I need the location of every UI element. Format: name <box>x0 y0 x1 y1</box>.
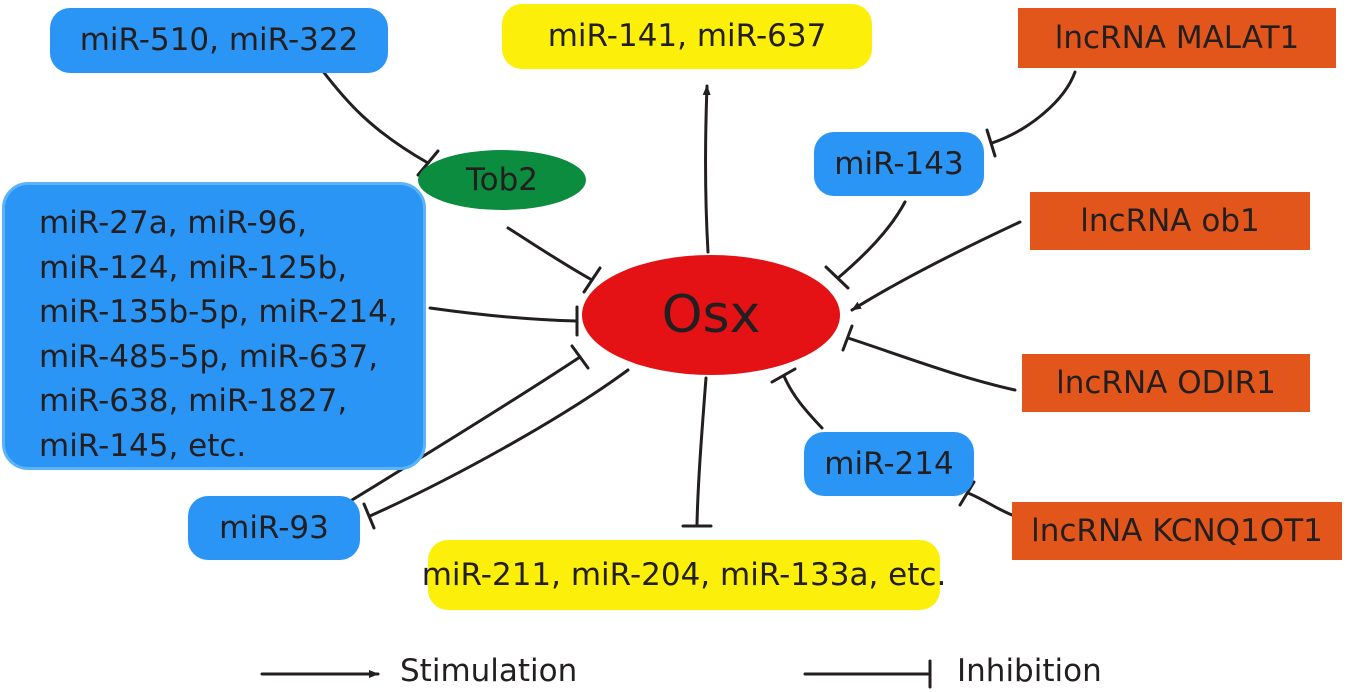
link-odir1-osx <box>846 336 1017 392</box>
mirna-cluster-line: miR-145, etc. <box>39 427 247 464</box>
mirna-cluster-line: miR-485-5p, miR-637, <box>39 338 379 375</box>
node-lncrna-kcnq1ot1: lncRNA KCNQ1OT1 <box>1012 502 1342 560</box>
node-mir93: miR-93 <box>188 496 360 560</box>
link-ob1-osx <box>850 220 1022 312</box>
node-label: miR-510, miR-322 <box>79 22 359 58</box>
node-mir510-mir322: miR-510, miR-322 <box>50 8 388 73</box>
tbar-mir214-osx <box>770 367 797 384</box>
mirna-cluster-line: miR-124, miR-125b, <box>39 249 348 286</box>
link-mir93-osx <box>350 355 582 502</box>
node-lncrna-ob1: lncRNA ob1 <box>1030 192 1310 250</box>
node-mir214: miR-214 <box>804 432 974 496</box>
tbar-osx-mir93 <box>362 502 376 530</box>
node-label: miR-143 <box>834 145 964 182</box>
osx-label: Osx <box>661 285 761 345</box>
tbar-malat1-mir143 <box>985 128 997 158</box>
tbar-mir143-osx <box>824 265 850 290</box>
link-mir510-tob2 <box>320 68 430 165</box>
node-label: lncRNA KCNQ1OT1 <box>1031 512 1323 549</box>
mirna-cluster-line: miR-27a, miR-96, <box>39 205 308 241</box>
legend-stimulation-label: Stimulation <box>400 653 578 689</box>
mirna-cluster-line: miR-135b-5p, miR-214, <box>39 294 398 330</box>
mirna-cluster-lines: miR-27a, miR-96, miR-124, miR-125b, miR-… <box>39 201 398 468</box>
link-osx-mir141 <box>702 84 711 254</box>
mirna-cluster-line: miR-638, miR-1827, <box>39 383 348 419</box>
link-tob2-osx <box>506 226 594 282</box>
node-mir211-mir204-mir133a: miR-211, miR-204, miR-133a, etc. <box>422 540 946 610</box>
node-label: lncRNA MALAT1 <box>1054 19 1300 56</box>
link-kcnq1ot1-mir214 <box>966 491 1014 517</box>
node-label: Tob2 <box>465 161 539 198</box>
node-lncrna-malat1: lncRNA MALAT1 <box>1018 8 1336 68</box>
link-osx-mir211 <box>695 376 708 526</box>
node-label: miR-214 <box>824 445 954 482</box>
tbar-mir93-osx <box>570 344 590 370</box>
node-label: miR-93 <box>219 509 329 546</box>
node-label: miR-141, miR-637 <box>547 18 827 54</box>
node-osx: Osx <box>582 255 840 375</box>
link-mir214-osx <box>782 374 824 430</box>
link-osx-mir93 <box>368 368 630 518</box>
link-malat1-mir143 <box>990 70 1077 145</box>
node-mir141-mir637: miR-141, miR-637 <box>502 4 872 69</box>
node-mirna-cluster: miR-27a, miR-96, miR-124, miR-125b, miR-… <box>2 182 426 470</box>
tbar-kcnq1ot1-mir214 <box>958 480 976 507</box>
legend-inhibition-label: Inhibition <box>957 653 1102 689</box>
node-tob2: Tob2 <box>418 150 586 210</box>
node-lncrna-odir1: lncRNA ODIR1 <box>1022 354 1310 412</box>
node-label: lncRNA ob1 <box>1080 202 1260 239</box>
tbar-odir1-osx <box>841 324 854 352</box>
link-cluster-osx <box>428 306 579 323</box>
node-mir143: miR-143 <box>814 132 984 196</box>
node-label: miR-211, miR-204, miR-133a, etc. <box>421 556 947 593</box>
node-label: lncRNA ODIR1 <box>1056 364 1276 401</box>
link-mir143-osx <box>836 200 907 280</box>
tbar-tob2-osx <box>582 266 602 294</box>
